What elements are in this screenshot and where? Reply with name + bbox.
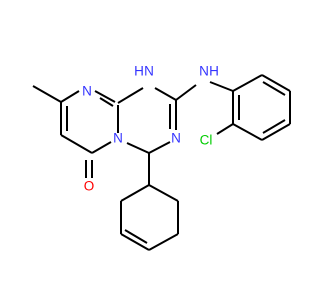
bond [32, 85, 62, 103]
atom-label-n-bridge: N [113, 131, 123, 146]
bond [94, 90, 116, 103]
bond [261, 74, 291, 92]
bond [175, 84, 197, 101]
bond [148, 233, 179, 251]
atom-label-nh-ring-n: N [144, 64, 154, 79]
atom-label-nh-ring-h: H [134, 64, 144, 79]
molecule-structure: N H N N H N N O Cl [32, 64, 291, 251]
bond [120, 233, 150, 251]
bond [117, 87, 144, 104]
atom-label-cl: Cl [200, 133, 213, 148]
bond [209, 81, 234, 92]
bond [262, 119, 286, 134]
bond [216, 123, 234, 135]
bond [60, 90, 80, 103]
atom-label-o-carbonyl: O [84, 179, 95, 194]
bond [91, 141, 112, 154]
bond [232, 74, 263, 92]
bond [154, 87, 177, 101]
bond [124, 229, 148, 244]
atom-label-n-ring-1: N [82, 84, 92, 99]
pyrimidinone-ring-bonds [32, 85, 119, 178]
chlorophenyl-ring-bonds [209, 74, 291, 141]
bond [261, 123, 291, 141]
atom-label-n-ring-3: N [171, 131, 181, 146]
bond [232, 123, 263, 141]
bond [262, 81, 286, 96]
bond [126, 142, 150, 154]
triazine-ring-bonds [117, 84, 197, 154]
bond [148, 141, 171, 154]
atom-label-nh-amine-n: N [199, 64, 209, 79]
cyclohexenyl-ring-bonds [120, 153, 179, 251]
bond [99, 97, 114, 107]
bond [148, 184, 179, 202]
bond [60, 134, 93, 154]
atom-label-nh-amine-h: H [209, 64, 219, 79]
bond [120, 184, 150, 202]
molecule-svg: N H N N H N N O Cl [32, 64, 291, 251]
atom-labels: N H N N H N N O Cl [82, 64, 219, 194]
